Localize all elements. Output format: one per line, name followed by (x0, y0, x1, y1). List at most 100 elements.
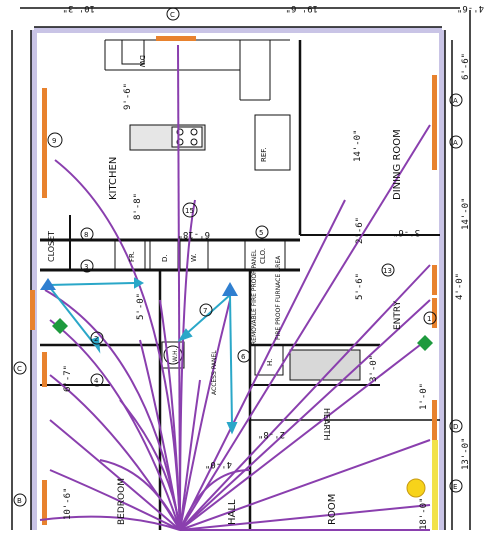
marker-2-text: 2 (94, 335, 98, 343)
fireproof-label: FIRE PROOF FURNACE AREA (275, 255, 282, 340)
dim-h2: 2'-8" (258, 429, 285, 439)
burner-1 (176, 128, 184, 136)
dim-top2: 19'-6" (285, 3, 318, 13)
marker-4-text: 4 (94, 377, 99, 385)
dim-h3: 3'-0" (369, 355, 379, 382)
marker-a2 (449, 135, 463, 149)
dim-right2: 14'-0" (461, 197, 471, 230)
window-right-mid (432, 298, 437, 328)
dim-l1: 6'-7" (63, 365, 73, 392)
w-label: W. (190, 254, 198, 262)
removable-label: REMOVABLE FIRE PROOF PANEL (251, 249, 258, 345)
window-top (156, 36, 196, 41)
ray-24 (179, 379, 201, 531)
arrow-4-head (226, 422, 238, 435)
marker-8 (80, 227, 94, 241)
marker-a2-text: A (453, 139, 458, 147)
clo-label: CLO. (259, 248, 267, 264)
dim-e2: 1'-0" (419, 383, 429, 410)
marker-13-text: 13 (383, 267, 392, 275)
dim-d2: 3'-6" (393, 227, 420, 237)
ray-21 (179, 469, 251, 531)
dim-right4: 13'-0" (461, 437, 471, 470)
hall-label: HALL (227, 499, 238, 525)
dim-kitchen-h: 9'-6" (123, 83, 133, 110)
marker-6-text: 6 (241, 353, 246, 361)
arrow-1-head (134, 277, 145, 289)
furnace-box (254, 344, 284, 376)
dim-e3: 18'-0" (419, 497, 429, 530)
fr-label: FR. (128, 251, 136, 262)
room-label: ROOM (327, 494, 338, 525)
window-left-kitchen (42, 88, 47, 198)
marker-c-top (166, 7, 180, 21)
window-left-bedroom (42, 480, 47, 525)
marker-c-left (13, 361, 27, 375)
ray-13 (49, 469, 181, 531)
ray-22 (99, 459, 181, 531)
marker-3 (80, 259, 94, 273)
arrow-1 (47, 282, 136, 286)
marker-5-text: 5 (259, 229, 263, 237)
burner-4 (190, 138, 198, 146)
marker-13 (381, 263, 395, 277)
dim-top1: 10'-3" (62, 3, 95, 13)
ray-15 (179, 439, 431, 531)
marker-b-left-text: B (17, 497, 22, 505)
marker-3-text: 3 (84, 263, 88, 271)
h-label: H. (266, 359, 274, 366)
ref-label: REF. (260, 148, 268, 162)
ray-7 (179, 299, 431, 531)
outer-walls (31, 27, 445, 530)
ray-12 (49, 419, 181, 531)
ray-23 (119, 399, 181, 531)
marker-a1 (449, 93, 463, 107)
kitchen-label: KITCHEN (108, 157, 119, 200)
windows (30, 36, 438, 530)
marker-7 (199, 303, 213, 317)
marker-letters: C A A C B D E 9 15 8 3 5 6 7 13 4 1 2 (17, 11, 458, 505)
entry-label: ENTRY (393, 300, 403, 330)
wh-label: W.H. (172, 348, 179, 362)
grid-markers (13, 7, 463, 507)
dim-k4: 5'-0" (136, 293, 146, 320)
window-bottom-right (432, 440, 438, 530)
dim-top3: 4'-6" (457, 3, 484, 13)
marker-15-text: 15 (185, 207, 194, 215)
marker-1 (423, 311, 437, 325)
ray-5 (179, 199, 346, 531)
ray-3 (179, 199, 196, 531)
dim-k3: 6'-18" (177, 229, 210, 239)
dim-k2: 8'-8" (133, 193, 143, 220)
ray-20 (159, 299, 181, 531)
closet-box (244, 239, 286, 271)
marker-c-top-text: C (170, 11, 175, 19)
window-right-low (432, 400, 437, 440)
ray-19 (179, 299, 231, 531)
marker-15 (182, 202, 198, 218)
green-marker-right (417, 335, 433, 351)
arrow-3 (184, 294, 231, 336)
water-heater (161, 341, 185, 369)
dishwasher (121, 39, 145, 65)
ray-6 (179, 264, 431, 531)
arrow-3-head (177, 328, 193, 342)
washer-box (179, 239, 209, 271)
labels: KITCHEN DINING ROOM ENTRY HALL ROOM BEDR… (47, 55, 403, 525)
burner-3 (176, 138, 184, 146)
fridge-box (114, 239, 146, 271)
arrow-2 (47, 284, 96, 346)
yellow-marker (406, 478, 426, 498)
dimensions: 10'-3" 19'-6" 4'-6" 9'-6" 14'-0" 6'-6" 1… (62, 3, 484, 530)
rays (39, 44, 431, 531)
hearth-label: HEARTH (322, 408, 331, 440)
refrigerator (254, 114, 291, 171)
access-label: ACCESS PANEL (211, 350, 218, 395)
marker-4 (90, 373, 104, 387)
window-right-dining (432, 75, 437, 170)
window-right-entry (432, 265, 437, 295)
marker-9 (47, 132, 63, 148)
marker-1-text: 1 (427, 315, 431, 323)
dim-dining-h: 14'-0" (353, 129, 363, 162)
